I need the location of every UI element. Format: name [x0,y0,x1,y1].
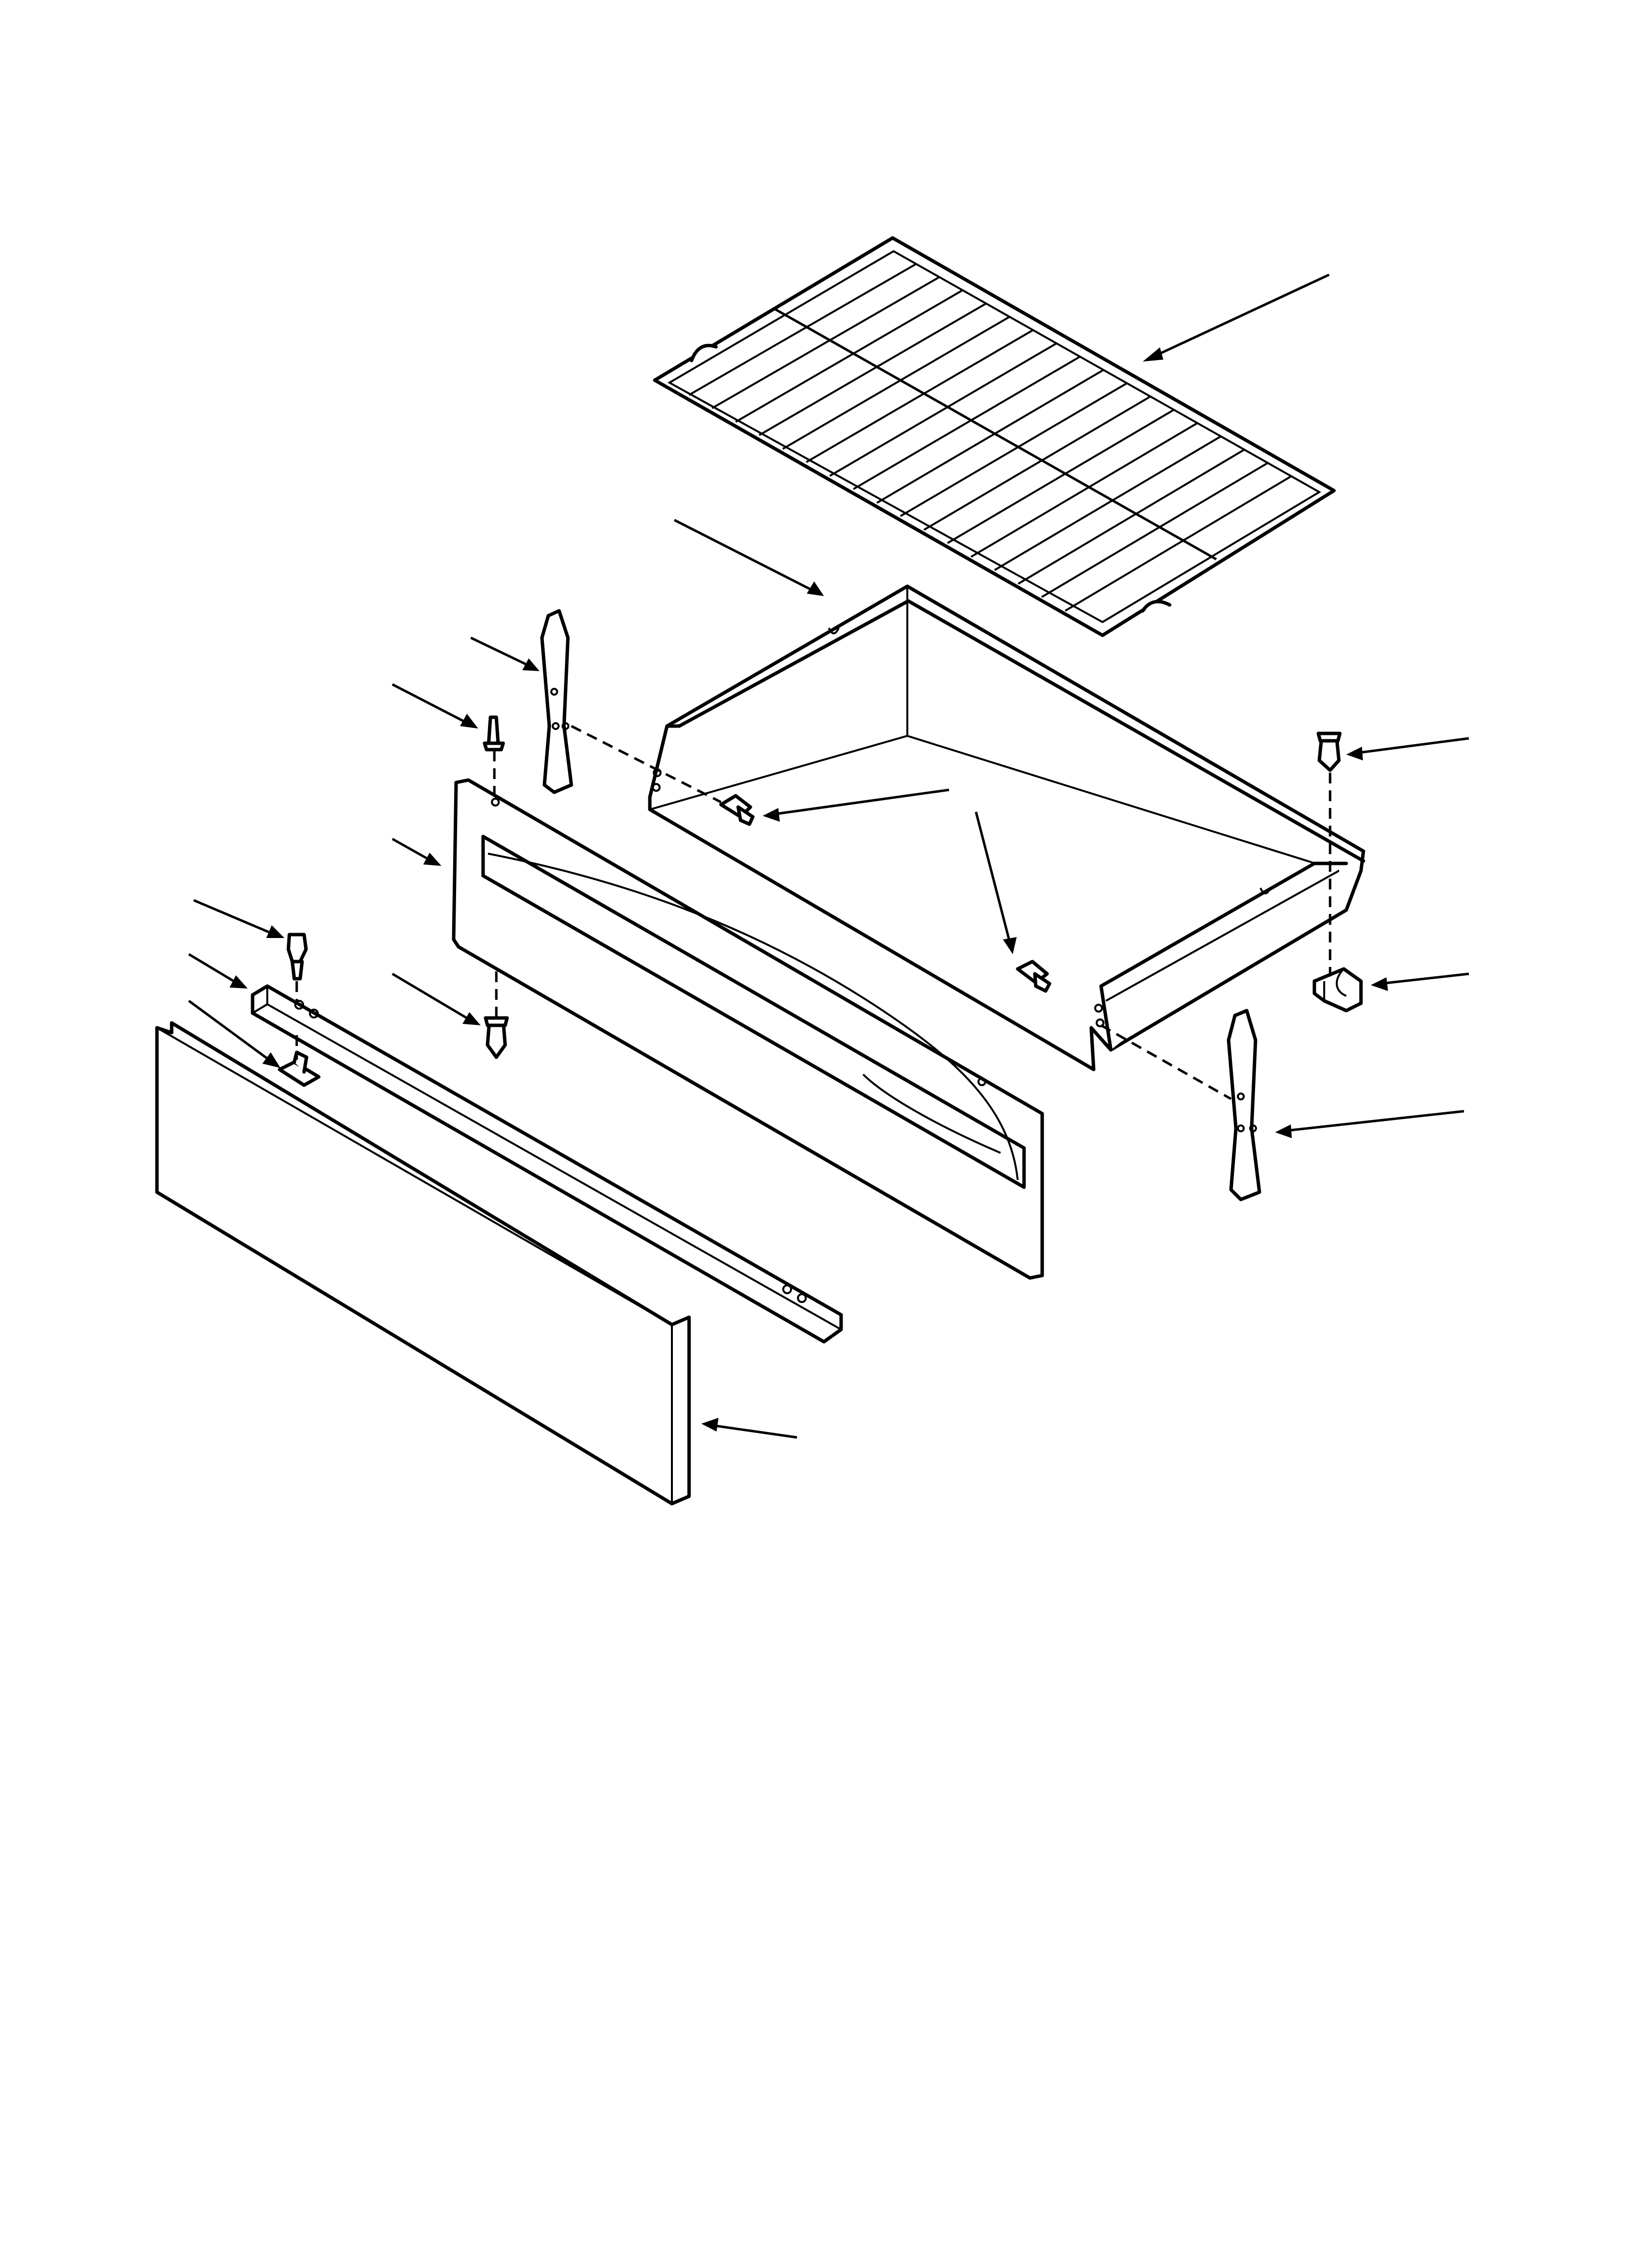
drawer-pan [648,584,1365,1071]
clip [1312,967,1363,1013]
screw-left-glide [719,794,755,826]
pin [483,715,505,752]
assembly-lines [295,725,1332,1100]
callout-11 [188,953,248,989]
mounting-clip [278,1050,321,1087]
drawer-front-panel [452,778,1044,1280]
callout-6b [763,788,1017,954]
screw-pan-right-rear [1316,731,1342,772]
oven-rack [653,236,1336,637]
lower-panel [155,1021,691,1506]
callout-9 [188,999,281,1068]
callout-6c [391,972,481,1025]
screw-panel-bottom [484,1016,509,1059]
callout-6a [1346,737,1469,760]
callout-8 [193,899,284,938]
callout-3b [1275,1110,1464,1138]
drawer-glide-left [540,609,573,794]
callout-2 [673,519,824,596]
callout-1 [1143,273,1330,362]
screw-pan-side [1016,960,1052,993]
callout-3a [470,636,539,671]
trim-screw [286,933,308,981]
callout-4 [391,683,478,729]
drawer-glide-right [1227,1009,1261,1201]
trim-bracket [251,984,843,1344]
callout-7 [1371,972,1469,991]
callout-5 [391,837,441,866]
callout-10 [701,1418,797,1439]
